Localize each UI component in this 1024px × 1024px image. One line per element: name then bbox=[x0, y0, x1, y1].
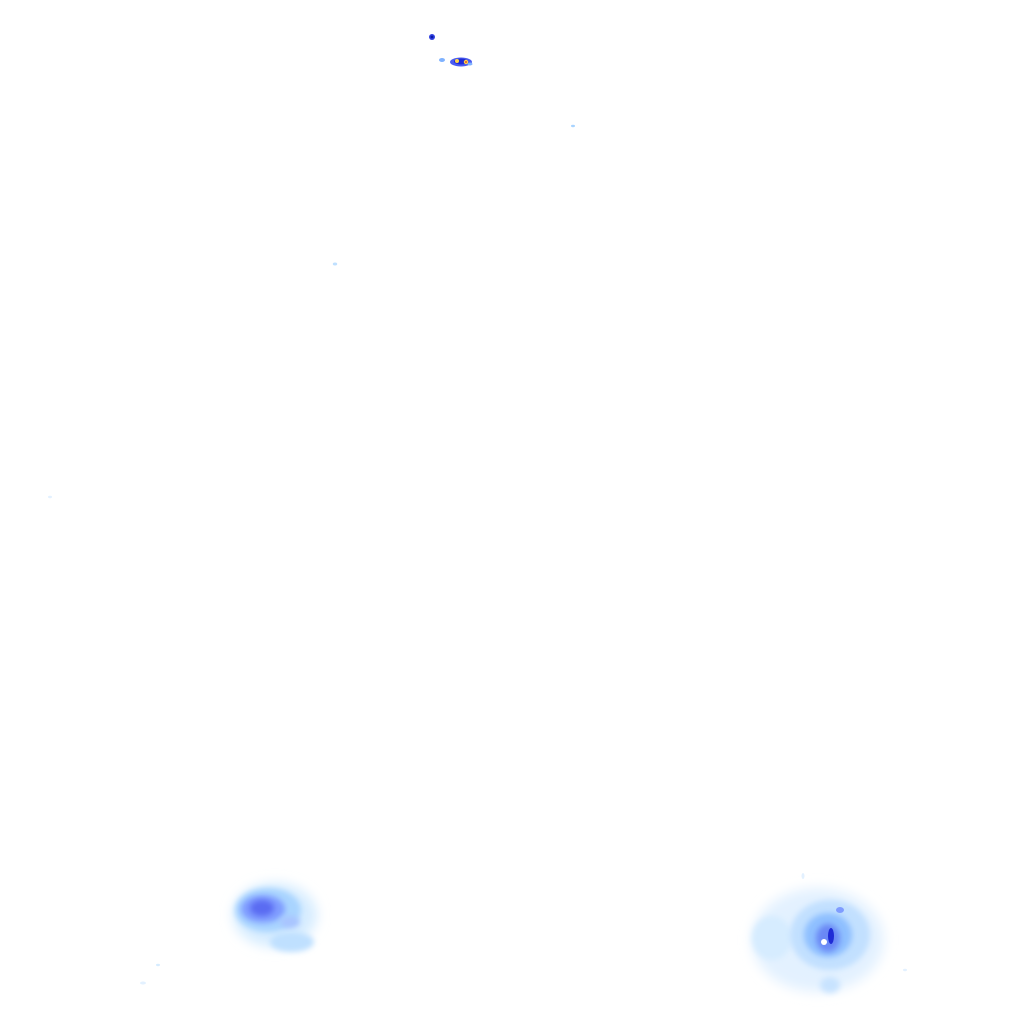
stray-echo-g bbox=[903, 968, 907, 972]
southeast-cell-inner bbox=[816, 924, 840, 952]
southeast-cell-south-tail bbox=[820, 977, 840, 993]
north-cell-hotspot-a bbox=[455, 59, 459, 63]
southeast-cell-west-lobe bbox=[752, 916, 792, 960]
north-cell-echo-small-core bbox=[430, 35, 434, 39]
southwest-cell-trail bbox=[270, 932, 314, 952]
southeast-cell-north-spot bbox=[836, 907, 844, 913]
north-cell bbox=[429, 34, 473, 67]
southeast-cell-hole bbox=[821, 939, 827, 945]
north-cell-hotspot-c bbox=[465, 61, 467, 63]
stray-echo-b bbox=[332, 262, 338, 266]
stray-echo-a bbox=[571, 124, 575, 128]
southwest-cell-core bbox=[250, 900, 274, 916]
north-cell-fringe bbox=[439, 58, 445, 62]
stray-echo-f bbox=[801, 873, 805, 879]
southeast-cell bbox=[752, 888, 884, 993]
scattered-returns bbox=[48, 124, 907, 985]
north-cell-tail bbox=[467, 62, 473, 66]
stray-echo-d bbox=[156, 963, 160, 967]
southwest-cell bbox=[233, 883, 317, 952]
southwest-cell-lobe bbox=[280, 916, 300, 928]
southeast-cell-core bbox=[828, 928, 834, 944]
stray-echo-e bbox=[140, 981, 146, 985]
stray-echo-c bbox=[48, 495, 52, 499]
